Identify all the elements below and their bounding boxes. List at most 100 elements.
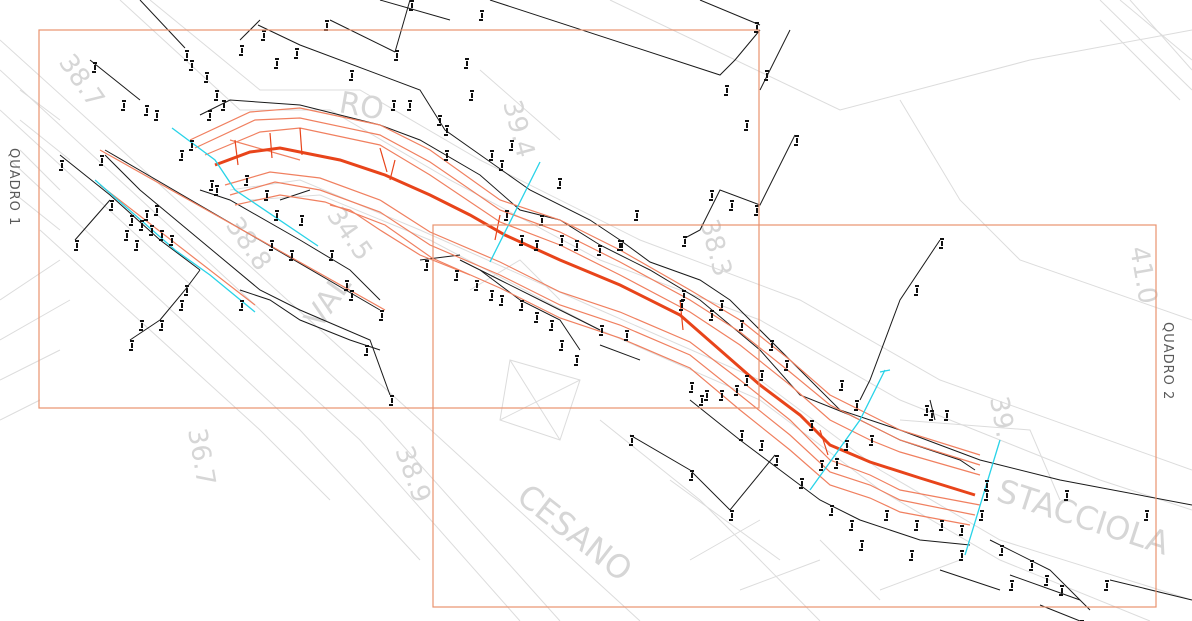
survey-point xyxy=(184,285,189,296)
survey-point xyxy=(59,160,64,171)
survey-point xyxy=(159,320,164,331)
survey-point xyxy=(274,210,279,221)
survey-point xyxy=(774,455,779,466)
survey-point xyxy=(719,390,724,401)
contour-labels: 38.7 38.8 34.5 36.7 38.9 39.4 38.3 41.0 … xyxy=(52,49,1162,507)
survey-point xyxy=(559,235,564,246)
survey-point xyxy=(844,440,849,451)
survey-point xyxy=(169,235,174,246)
survey-point xyxy=(189,140,194,151)
survey-point xyxy=(184,50,189,61)
survey-point xyxy=(424,260,429,271)
survey-point xyxy=(289,250,294,261)
sheet-frame-quadro-1[interactable] xyxy=(38,29,760,409)
survey-point xyxy=(559,340,564,351)
survey-lines xyxy=(59,0,1192,621)
survey-point xyxy=(759,440,764,451)
survey-point xyxy=(239,45,244,56)
survey-point xyxy=(504,210,509,221)
survey-point xyxy=(557,178,562,189)
survey-point xyxy=(999,545,1004,556)
survey-point xyxy=(689,382,694,393)
survey-point xyxy=(204,72,209,83)
street-label: CESANO xyxy=(510,476,639,589)
survey-point xyxy=(349,290,354,301)
survey-point xyxy=(984,480,989,491)
survey-point xyxy=(364,345,369,356)
contour-label: 36.7 xyxy=(181,426,221,488)
survey-point xyxy=(129,215,134,226)
survey-point xyxy=(709,190,714,201)
contour-label: 38.7 xyxy=(52,49,110,114)
survey-point xyxy=(437,115,442,126)
survey-point xyxy=(739,320,744,331)
survey-point xyxy=(599,325,604,336)
survey-point xyxy=(324,20,329,31)
survey-point xyxy=(489,290,494,301)
survey-point xyxy=(344,280,349,291)
survey-point xyxy=(209,180,214,191)
contour-label: 38.9 xyxy=(388,442,436,507)
survey-point xyxy=(784,360,789,371)
survey-point xyxy=(859,540,864,551)
survey-point xyxy=(759,370,764,381)
survey-point xyxy=(629,435,634,446)
survey-point xyxy=(189,60,194,71)
survey-point xyxy=(207,110,212,121)
survey-point xyxy=(214,185,219,196)
survey-point xyxy=(244,175,249,186)
survey-point xyxy=(704,390,709,401)
road-edge-lines xyxy=(99,107,981,526)
survey-point xyxy=(149,225,154,236)
survey-point xyxy=(839,380,844,391)
survey-point xyxy=(914,520,919,531)
survey-point xyxy=(924,405,929,416)
survey-point xyxy=(407,100,412,111)
survey-point xyxy=(597,245,602,256)
survey-point xyxy=(274,58,279,69)
survey-point xyxy=(179,150,184,161)
survey-point xyxy=(549,320,554,331)
survey-point xyxy=(109,200,114,211)
survey-point xyxy=(474,280,479,291)
survey-point xyxy=(329,250,334,261)
survey-point xyxy=(754,22,759,33)
survey-point xyxy=(379,310,384,321)
survey-point xyxy=(389,395,394,406)
survey-point xyxy=(454,270,459,281)
survey-point xyxy=(754,205,759,216)
survey-point xyxy=(834,458,839,469)
survey-point xyxy=(1044,575,1049,586)
survey-point xyxy=(944,410,949,421)
survey-point xyxy=(121,100,126,111)
survey-point xyxy=(849,520,854,531)
survey-point xyxy=(939,520,944,531)
survey-point xyxy=(799,478,804,489)
survey-point xyxy=(909,550,914,561)
survey-point xyxy=(264,190,269,201)
survey-point xyxy=(1104,580,1109,591)
survey-point xyxy=(139,220,144,231)
survey-point xyxy=(979,510,984,521)
survey-point xyxy=(574,240,579,251)
survey-point xyxy=(139,320,144,331)
sheet-frame-quadro-2[interactable] xyxy=(432,224,1157,608)
survey-point xyxy=(444,125,449,136)
survey-point xyxy=(884,510,889,521)
survey-point xyxy=(221,100,226,111)
survey-point xyxy=(869,435,874,446)
survey-point xyxy=(134,240,139,251)
road-axis xyxy=(214,146,976,497)
survey-point xyxy=(394,50,399,61)
survey-point xyxy=(534,312,539,323)
survey-point xyxy=(519,235,524,246)
survey-point xyxy=(739,430,744,441)
survey-point xyxy=(469,90,474,101)
survey-point xyxy=(1009,580,1014,591)
survey-point xyxy=(159,230,164,241)
survey-point xyxy=(729,510,734,521)
survey-point xyxy=(709,310,714,321)
survey-point xyxy=(854,400,859,411)
survey-point xyxy=(294,48,299,59)
